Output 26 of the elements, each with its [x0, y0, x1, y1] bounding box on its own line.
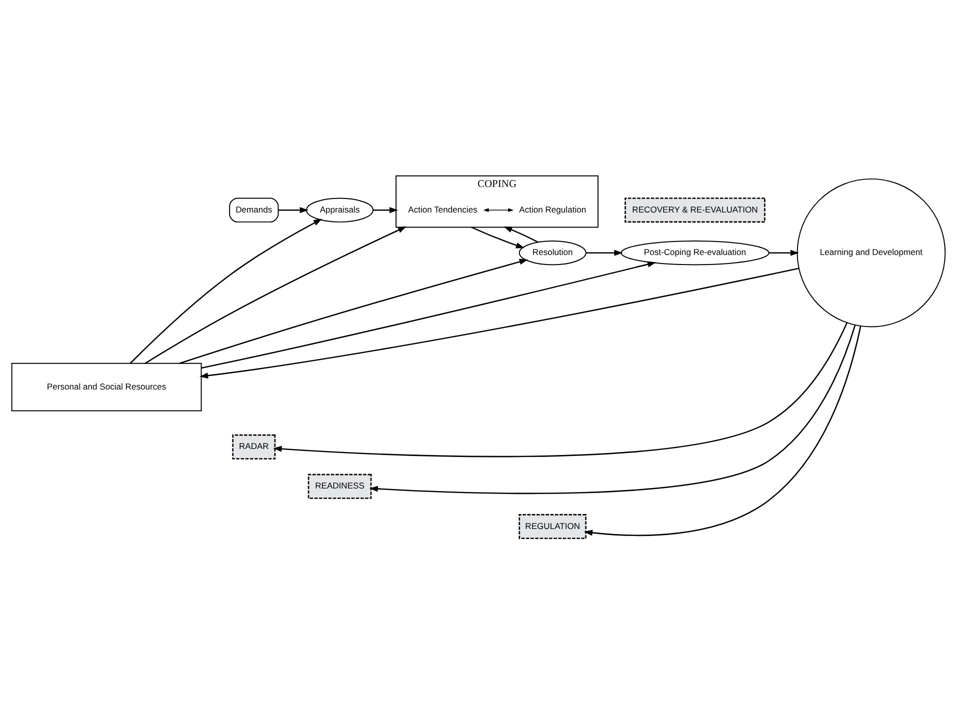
arrow: [373, 206, 398, 213]
node-box: RADAR: [232, 434, 276, 459]
arrow: [504, 226, 538, 242]
arrow: [130, 218, 322, 364]
node-box: RECOVERY & RE-EVALUATION: [624, 197, 766, 222]
arrow: [471, 226, 525, 248]
arrow: [584, 325, 862, 536]
arrow: [201, 260, 656, 368]
node-box: Personal and Social Resources: [11, 362, 202, 411]
arrow: [179, 258, 528, 364]
arrow: [199, 267, 799, 378]
arrow: [369, 324, 856, 494]
node-box: REGULATION: [518, 514, 586, 539]
arrow: [144, 226, 407, 364]
node-circle: Learning and Development: [796, 178, 946, 327]
node-box: Demands: [229, 197, 279, 222]
node-ellipse: Post-Coping Re-evaluation: [620, 240, 770, 265]
arrow: [483, 208, 514, 212]
node-text: Action Regulation: [519, 204, 586, 214]
arrow: [769, 249, 800, 256]
node-box: READINESS: [308, 473, 372, 498]
node-ellipse: Appraisals: [306, 197, 374, 222]
arrow: [278, 206, 308, 213]
arrow: [586, 249, 623, 256]
arrow: [273, 322, 848, 457]
node-text: Action Tendencies: [408, 204, 478, 214]
